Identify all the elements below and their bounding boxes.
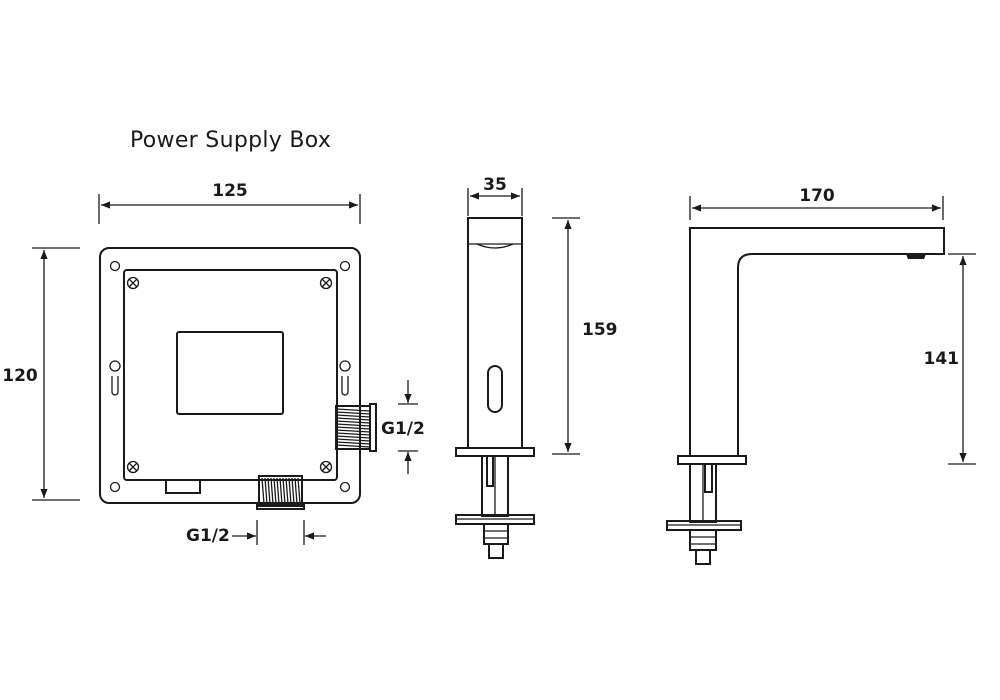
tap-side-view — [666, 227, 945, 565]
dimension-label-g12-side: G1/2 — [381, 419, 425, 439]
dimension-label-170: 170 — [799, 186, 835, 206]
dimension-label-141: 141 — [924, 349, 960, 369]
dimension-box-width: 125 — [98, 181, 361, 224]
dimension-box-height: 120 — [2, 247, 80, 501]
power-supply-box — [99, 247, 377, 510]
dimension-label-g12-bottom: G1/2 — [186, 526, 230, 546]
dimension-label-120: 120 — [2, 366, 38, 386]
dimension-tap-reach: 170 — [689, 186, 944, 220]
diagram-title: Power Supply Box — [130, 128, 331, 153]
dimension-tap-height: 141 — [924, 253, 976, 465]
dimension-thread-bottom: G1/2 — [186, 520, 326, 546]
dimension-spout-height: 159 — [552, 217, 618, 455]
dimension-label-125: 125 — [212, 181, 248, 201]
dimension-label-35: 35 — [483, 175, 507, 195]
dimension-label-159: 159 — [582, 320, 618, 340]
dimension-thread-side: G1/2 — [381, 380, 425, 474]
dimension-spout-width: 35 — [467, 175, 523, 216]
spout-front-view — [455, 217, 535, 559]
